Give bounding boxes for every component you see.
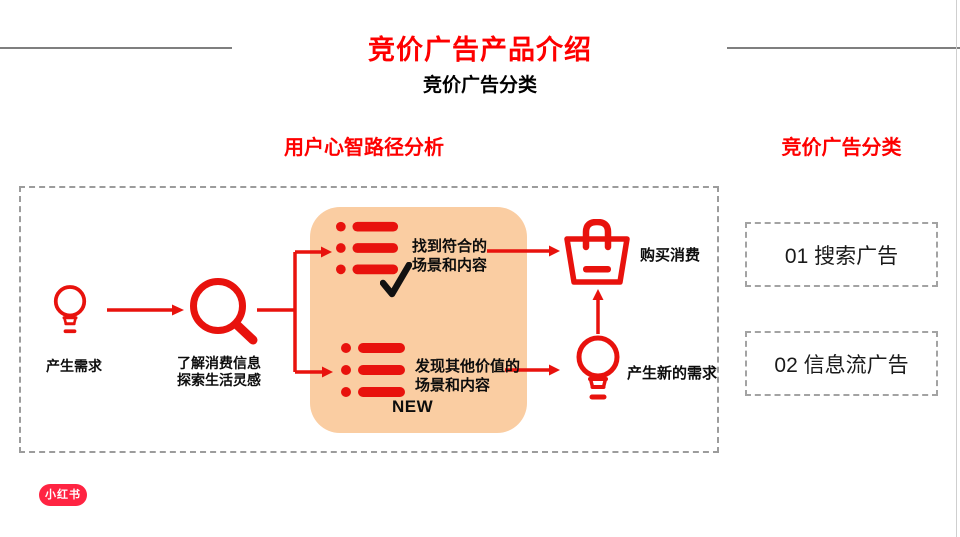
matched-line2: 场景和内容: [412, 257, 488, 274]
xiaohongshu-logo: 小红书: [39, 484, 87, 506]
page-title: 竞价广告产品介绍: [368, 35, 592, 65]
discover-content-label: 发现其他价值的 场景和内容: [415, 357, 520, 395]
search-icon: [186, 276, 260, 346]
shopping-bag-icon: [563, 219, 631, 285]
ad-type-card-search: 01 搜索广告: [745, 222, 938, 287]
slide-right-edge: [956, 0, 957, 537]
ad-type-feed-label: 02 信息流广告: [774, 353, 909, 377]
new-badge: NEW: [392, 397, 434, 416]
lightbulb-icon: [569, 333, 627, 407]
new-need-label: 产生新的需求: [627, 365, 718, 382]
content-list-icon: [336, 221, 400, 277]
ad-types-heading: 竞价广告分类: [781, 137, 902, 159]
lightbulb-icon: [49, 278, 91, 344]
explore-label-line2: 探索生活灵感: [177, 372, 261, 388]
ad-type-card-feed: 02 信息流广告: [745, 331, 938, 396]
mind-path-flow-box: [19, 186, 719, 453]
explore-label-line1: 了解消费信息: [177, 355, 261, 371]
discover-line1: 发现其他价值的: [415, 358, 521, 375]
purchase-label: 购买消费: [640, 247, 701, 264]
explore-label: 了解消费信息 探索生活灵感: [159, 355, 279, 389]
content-list-icon: [341, 343, 407, 399]
title-rule-left: [0, 47, 232, 49]
discover-line2: 场景和内容: [415, 377, 491, 394]
matched-content-label: 找到符合的 场景和内容: [412, 237, 487, 275]
title-rule-right: [727, 47, 960, 49]
checkmark-icon: [380, 262, 412, 298]
need-label: 产生需求: [46, 358, 102, 374]
matched-line1: 找到符合的: [412, 238, 488, 255]
mind-path-heading: 用户心智路径分析: [284, 137, 444, 159]
page-subtitle: 竞价广告分类: [422, 75, 537, 96]
ad-type-search-label: 01 搜索广告: [784, 244, 899, 268]
